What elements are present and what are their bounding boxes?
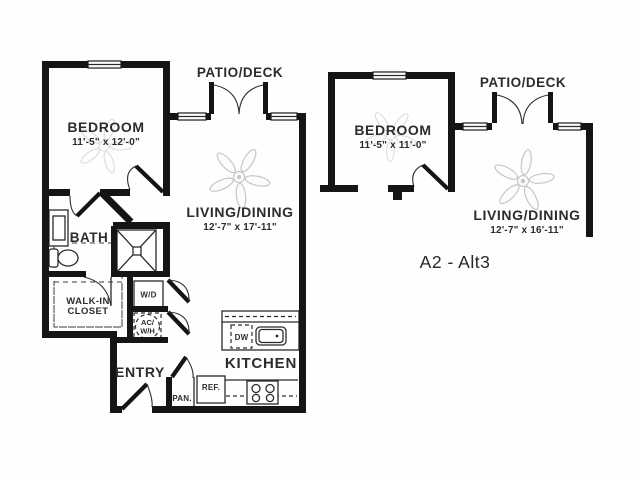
bath-label: BATH	[70, 230, 109, 245]
living-label: LIVING/DINING	[186, 204, 293, 220]
shower	[116, 229, 157, 273]
walk-in-closet-door	[83, 276, 112, 307]
windows	[372, 71, 582, 131]
bedroom-label: BEDROOM	[67, 119, 144, 135]
ac-label-line2: W/H	[140, 327, 155, 336]
patio-label: PATIO/DECK	[480, 75, 566, 90]
bedroom-label: BEDROOM	[354, 122, 431, 138]
walk-in-closet-floor-edge	[53, 242, 123, 328]
ceiling-fan-icon	[80, 118, 133, 174]
kitchen-label: KITCHEN	[225, 355, 297, 372]
pantry-label: PAN.	[172, 394, 191, 403]
refrigerator	[196, 375, 226, 404]
windows	[87, 60, 298, 121]
water-heater-door	[166, 310, 191, 336]
living-label: LIVING/DINING	[473, 207, 580, 223]
entry-door	[120, 382, 153, 411]
washer-dryer-label: W/D	[140, 291, 156, 300]
bathroom-vanity-sink	[48, 209, 69, 247]
bedroom-door	[412, 163, 450, 191]
right-floor-plan: PATIO/DECK BEDROOM 11'-5" x 11'-0" LIVIN…	[320, 71, 593, 272]
ceiling-fan-icon	[209, 148, 271, 209]
fridge-label: REF.	[202, 383, 220, 392]
dishwasher	[230, 324, 253, 349]
dishwasher-label: DW	[235, 333, 249, 342]
washer-dryer-door	[166, 278, 191, 304]
variant-label: A2 - Alt3	[420, 252, 491, 272]
patio-french-doors	[492, 92, 553, 125]
bedroom-dims: 11'-5" x 12'-0"	[72, 137, 140, 148]
entry-label: ENTRY	[115, 364, 165, 380]
living-dims: 12'-7" x 16'-11"	[490, 225, 564, 236]
ceiling-fan-icon	[364, 112, 417, 163]
ceiling-fan-icon	[494, 149, 555, 211]
stove	[246, 380, 279, 405]
ac-label-line1: AC/	[141, 318, 155, 327]
toilet	[48, 248, 79, 268]
patio-label: PATIO/DECK	[197, 65, 283, 80]
closet-label-line1: WALK-IN	[66, 296, 109, 307]
water-heater-closet	[133, 312, 162, 341]
walls	[320, 72, 593, 237]
closet-label-line2: CLOSET	[68, 306, 109, 317]
living-dims: 12'-7" x 17'-11"	[203, 222, 277, 233]
patio-french-doors	[209, 82, 268, 115]
left-floor-plan: PATIO/DECK BEDROOM 11'-5" x 12'-0" LIVIN…	[42, 60, 306, 413]
walls	[42, 61, 306, 413]
pantry-door	[170, 355, 195, 407]
bedroom-dims: 11'-5" x 11'-0"	[359, 140, 426, 151]
kitchen-sink	[255, 326, 287, 346]
bedroom-door	[127, 164, 165, 194]
bath-door	[69, 191, 102, 218]
